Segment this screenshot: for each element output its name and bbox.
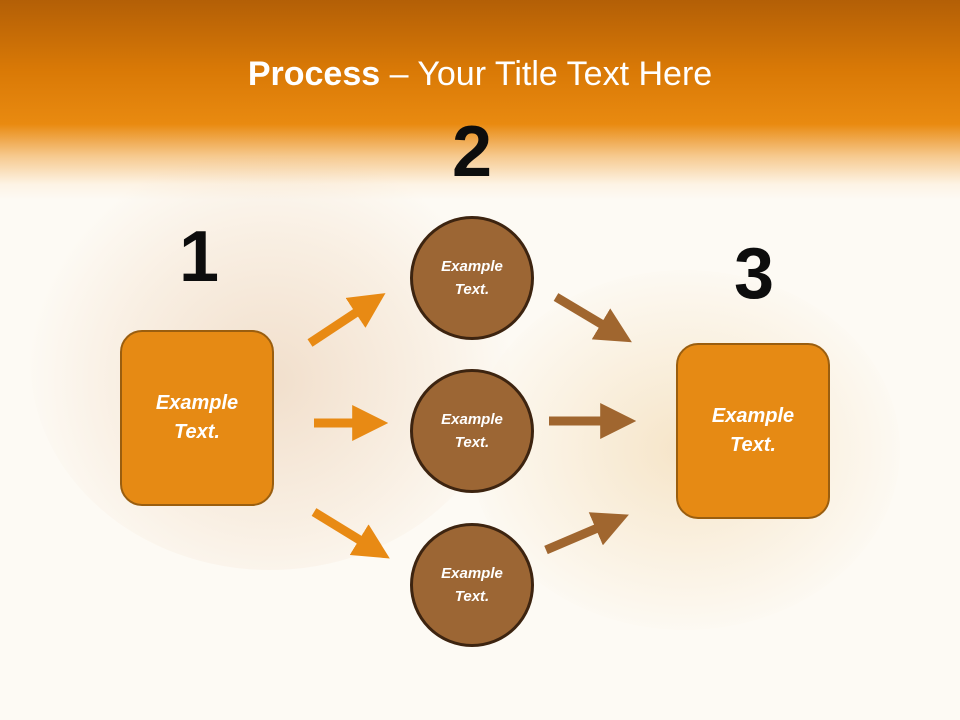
arrow-top-to-3	[553, 293, 632, 343]
circle-bottom: Example Text.	[410, 523, 534, 647]
step-3-box: Example Text.	[676, 343, 830, 519]
circle-top-label: Example Text.	[441, 258, 503, 298]
title-rest: – Your Title Text Here	[380, 55, 713, 93]
circle-middle: Example Text.	[410, 369, 534, 493]
arrow-1-to-top	[307, 293, 386, 347]
step-number-2: 2	[451, 112, 493, 192]
circle-bottom-label: Example Text.	[441, 565, 503, 605]
step-1-label: Example Text.	[155, 392, 239, 443]
arrow-bottom-to-3	[544, 512, 629, 555]
title-bold: Process	[247, 55, 381, 93]
arrow-1-to-bottom	[311, 508, 390, 559]
step-1-box: Example Text.	[120, 330, 274, 506]
step-number-3: 3	[733, 234, 775, 314]
step-3-label: Example Text.	[711, 405, 795, 456]
circle-middle-label: Example Text.	[441, 411, 503, 451]
circle-top: Example Text.	[410, 216, 534, 340]
slide-title: Process – Your Title Text Here	[0, 52, 960, 96]
header-band	[0, 0, 960, 200]
step-number-1: 1	[178, 217, 220, 297]
